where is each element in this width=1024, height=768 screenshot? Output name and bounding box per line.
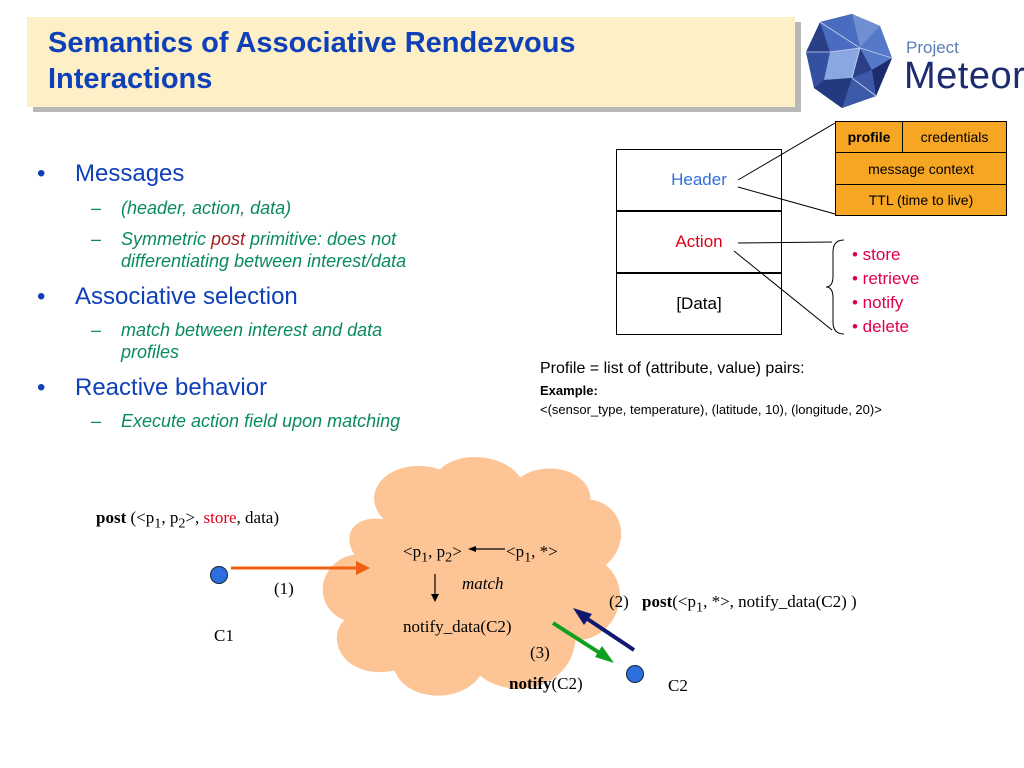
cloud-shape <box>322 457 621 696</box>
profile-cell: profile <box>836 122 903 153</box>
sub-bullet-text: primitive: does not <box>245 229 397 249</box>
notify-keyword: notify <box>509 674 552 693</box>
action-notify: • notify <box>852 293 904 312</box>
interest-profile-label: <p1, p2> <box>403 542 462 566</box>
cloud-text: > <box>452 542 462 561</box>
subscript: 1 <box>524 549 532 566</box>
post-text: , p <box>161 508 179 527</box>
c2-label: C2 <box>668 676 688 695</box>
credentials-cell: credentials <box>903 122 1006 153</box>
slide-title: Semantics of Associative Rendezvous Inte… <box>48 25 768 97</box>
sub-bullet-dash: – <box>91 320 102 340</box>
post-keyword: post <box>96 508 127 527</box>
post-emphasis: post <box>211 229 246 249</box>
sub-bullet-text: Symmetric <box>121 229 211 249</box>
bullet-messages: • Messages <box>37 160 185 188</box>
ttl-cell: TTL (time to live) <box>868 192 974 208</box>
sub-bullet-header-action-data: – (header, action, data) <box>91 197 292 219</box>
sub-bullet-dash: – <box>91 411 102 431</box>
data-profile-label: <p1, *> <box>506 542 558 566</box>
packet-action-label: Action <box>675 232 723 251</box>
bullet-dot: • <box>37 374 46 401</box>
subscript: 2 <box>178 515 186 532</box>
packet-data: [Data] <box>616 273 782 335</box>
sub-bullet-dash: – <box>91 198 102 218</box>
step-3-label: (3) <box>530 643 550 662</box>
sub-bullet-text-line2: differentiating between interest/data <box>121 251 407 271</box>
notify-text: (C2) <box>551 674 583 693</box>
subscript: 2 <box>445 549 453 566</box>
subscript: 1 <box>695 599 704 616</box>
step-2-label: (2) <box>609 592 629 611</box>
packet-header: Header <box>616 149 782 211</box>
packet-data-label: [Data] <box>676 294 722 313</box>
title-banner <box>27 17 795 107</box>
match-label: match <box>462 574 504 593</box>
bullet-label: Associative selection <box>75 283 298 310</box>
post-text: (<p <box>126 508 155 527</box>
sub-bullet-text: Execute action field upon matching <box>121 411 401 431</box>
post-store-label: post (<p1, p2>, store, data) <box>96 508 279 532</box>
example-text: <(sensor_type, temperature), (latitude, … <box>540 402 882 417</box>
bullet-label: Reactive behavior <box>75 374 268 401</box>
cloud-text: , p <box>428 542 446 561</box>
action-store: • store <box>852 245 901 264</box>
store-keyword: store <box>203 508 237 527</box>
slide-title-line1: Semantics of Associative Rendezvous <box>48 27 576 59</box>
cloud-text: <p <box>506 542 525 561</box>
example-label: Example: <box>540 383 598 398</box>
bullet-associative-selection: • Associative selection <box>37 283 298 311</box>
post-text: , *>, notify_data(C2) ) <box>703 592 857 611</box>
bullet-label: Messages <box>75 160 185 187</box>
sub-bullet-text: (header, action, data) <box>121 198 292 218</box>
logo-meteor-text: Meteor <box>904 55 1024 97</box>
subscript: 1 <box>154 515 162 532</box>
step-1-label: (1) <box>274 579 294 598</box>
profile-definition: Profile = list of (attribute, value) pai… <box>540 360 805 377</box>
notify-data-label: notify_data(C2) <box>403 617 512 636</box>
sub-bullet-match: – match between interest and data profil… <box>91 319 383 363</box>
bullet-dot: • <box>37 283 46 310</box>
sub-bullet-dash: – <box>91 229 102 249</box>
c1-label: C1 <box>214 626 234 645</box>
subscript: 1 <box>421 549 429 566</box>
action-delete: • delete <box>852 317 909 336</box>
action-list: • store • retrieve • notify • delete <box>852 243 919 339</box>
cloud-text: , *> <box>531 542 558 561</box>
post-notify-label: post(<p1, *>, notify_data(C2) ) <box>642 592 857 616</box>
meteor-logo-icon <box>806 14 893 108</box>
action-brace <box>825 239 845 335</box>
action-retrieve: • retrieve <box>852 269 920 288</box>
header-fields-table: profile credentials message context TTL … <box>835 121 1007 216</box>
packet-header-label: Header <box>671 170 727 189</box>
post-text: , data) <box>236 508 280 527</box>
cloud-text: <p <box>403 542 422 561</box>
sub-bullet-text-line2: profiles <box>121 342 180 362</box>
post-keyword: post <box>642 592 673 611</box>
message-context-cell: message context <box>836 153 1006 185</box>
logo-project-text: Project <box>906 38 959 57</box>
post-text: (<p <box>672 592 696 611</box>
slide-title-line2: Interactions <box>48 63 213 95</box>
bullet-dot: • <box>37 160 46 187</box>
post-text: >, <box>185 508 204 527</box>
notify-c2-label: notify(C2) <box>509 674 583 694</box>
sub-bullet-symmetric-post: – Symmetric post primitive: does not dif… <box>91 228 407 272</box>
node-c2 <box>626 665 644 683</box>
packet-action: Action <box>616 211 782 273</box>
node-c1 <box>210 566 228 584</box>
sub-bullet-execute: – Execute action field upon matching <box>91 410 401 432</box>
sub-bullet-text: match between interest and data <box>121 320 383 340</box>
bullet-reactive-behavior: • Reactive behavior <box>37 374 268 402</box>
